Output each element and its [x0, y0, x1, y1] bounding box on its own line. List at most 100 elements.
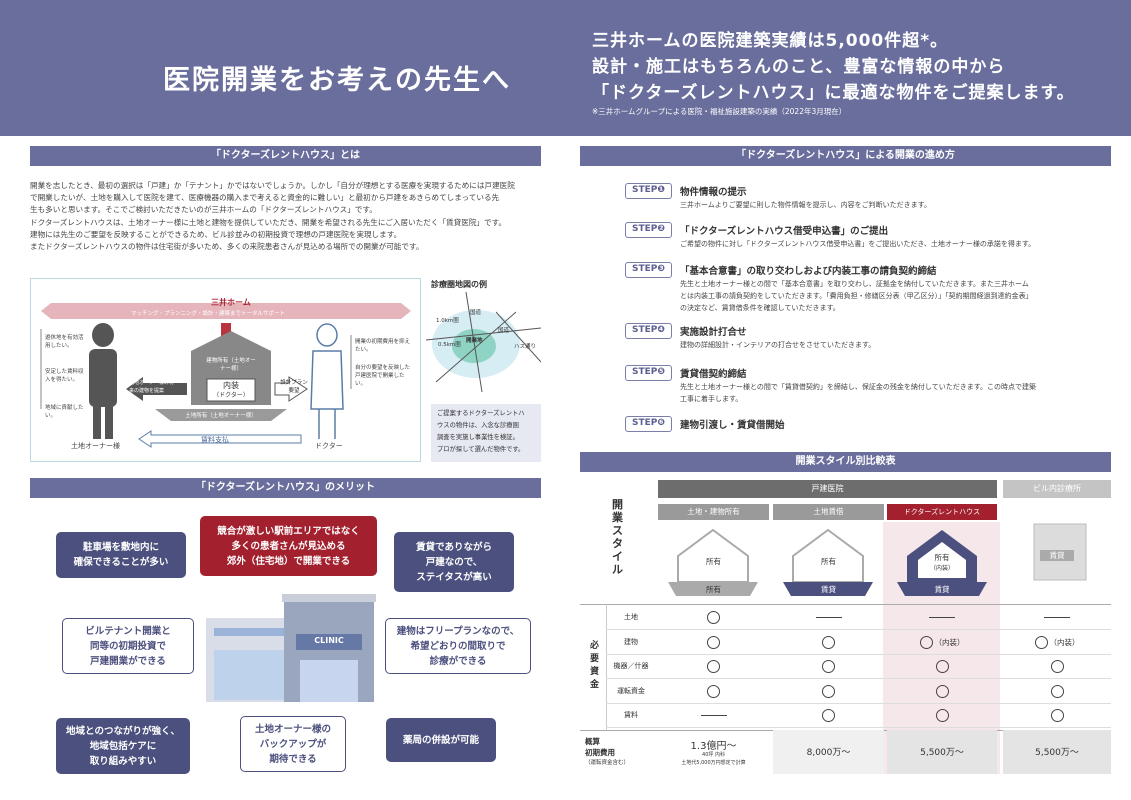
compare-heading: 開業スタイル別比較表	[580, 452, 1111, 472]
owner-box: 土地オーナー様の将来の建物を提案	[129, 380, 175, 394]
table-cell	[658, 659, 769, 674]
header-line-1: 三井ホームの医院建築実績は5,000件超*。	[592, 31, 949, 51]
step-desc: ご希望の物件に対し「ドクターズレントハウス借受申込書」をご提出いただき、土地オー…	[680, 240, 1036, 248]
merit-bubble-highlight: 競合が激しい駅前エリアではなく多くの患者さんが見込める郊外（住宅地）で開業できる	[200, 516, 377, 576]
step-title: 物件情報の提示	[680, 187, 747, 198]
col-header: 土地賃借	[773, 504, 884, 520]
about-paragraph: 生も多いと思います。そこでご検討いただきたいのが三井ホームの「ドクターズレントハ…	[30, 205, 377, 215]
cost-cell-bg	[1003, 730, 1111, 774]
payment-label: 賃料支払	[201, 436, 229, 444]
circle-mark	[1050, 660, 1064, 673]
funds-label: 必要資金	[590, 641, 600, 690]
table-cell	[1003, 684, 1111, 699]
interior-sub: （ドクター）	[213, 392, 249, 399]
style-label: 開業スタイル	[612, 498, 623, 576]
about-paragraph: またドクターズレントハウスの物件は住宅街が多いため、多くの来院患者さんが見込める…	[30, 242, 424, 252]
map-caption-line: ウスの物件は、入念な診療圏	[437, 422, 519, 429]
house-label: 所有	[706, 585, 721, 594]
catchment-map	[426, 292, 541, 392]
about-paragraph: 開業を志したとき、最初の選択は「戸建」か「テナント」かではないでしょうか。しかし…	[30, 181, 515, 190]
house-label: （内装）	[929, 565, 954, 572]
table-cell	[887, 659, 997, 674]
circle-mark	[919, 635, 933, 649]
table-cell	[1003, 610, 1111, 625]
step-tag: STEP❸	[625, 262, 672, 278]
circle-mark	[935, 684, 949, 698]
cost-note: 40坪 内科	[702, 752, 725, 758]
step-desc: 建物の詳細設計・インテリアの打合せをさせていただきます。	[680, 341, 876, 349]
row-label: 運転資金	[617, 686, 645, 695]
step-desc: 先生と土地オーナー様との間で「基本合意書」を取り交わし、証拠金を納付していただき…	[680, 280, 1029, 288]
building-owned: 建物所有（土地オーナー様）	[206, 358, 256, 372]
step-title: 「基本合意書」の取り交わしおよび内装工事の請負契約締結	[680, 266, 937, 277]
circle-mark	[822, 660, 835, 673]
cost-value: 5,500万～	[1035, 748, 1079, 758]
cell-note: （内装）	[1049, 637, 1080, 647]
circle-mark	[822, 684, 835, 698]
map-site-label: 開業地	[466, 338, 483, 344]
house-label: 賃貸	[821, 585, 836, 594]
table-cell	[887, 610, 997, 625]
map-caption-line: プロが探して選んだ物件です。	[437, 446, 525, 453]
merit-bubble: 駐車場を敷地内に確保できることが多い	[56, 532, 186, 578]
circle-mark	[1034, 635, 1048, 649]
circle-mark	[822, 635, 835, 649]
table-cell	[773, 610, 884, 625]
table-cell	[658, 708, 769, 723]
map-label: ハス通り	[514, 344, 537, 350]
dash-mark	[700, 715, 727, 716]
row-label: 機器／什器	[613, 662, 649, 670]
owner-label: 土地オーナー様	[71, 442, 120, 450]
cost-cell-bg	[887, 730, 997, 774]
house-label: 所有	[706, 557, 721, 566]
scheme-graphics	[40, 303, 411, 448]
cost-value: 8,000万～	[806, 748, 851, 758]
cost-label: 概算初期費用（運転資金含む）	[585, 737, 630, 766]
doctor-note: 開業の初期費用を抑えたい。	[355, 339, 411, 353]
row-divider	[606, 629, 1111, 630]
circle-mark	[935, 660, 949, 673]
merit-bubble: 薬局の併設が可能	[386, 718, 496, 762]
cell-note: （内装）	[934, 637, 965, 647]
map-label: 国道	[470, 310, 482, 316]
building-header: ビル内診療所	[1003, 480, 1111, 498]
table-divider	[580, 604, 1111, 605]
row-label: 賃料	[624, 711, 638, 719]
circle-mark	[822, 709, 835, 722]
clinic-illustration	[206, 594, 376, 702]
dash-mark	[1044, 617, 1070, 618]
table-cell	[773, 708, 884, 723]
table-cell	[658, 635, 769, 650]
cost-cell-bg	[773, 730, 884, 774]
land-owned: 土地所有（土地オーナー様）	[185, 413, 257, 419]
scheme-company: 三井ホーム	[211, 298, 251, 307]
table-cell	[773, 684, 884, 699]
scheme-support: マッチング・プランニング・設計・建築までトータルサポート	[131, 311, 286, 317]
step-title: 実施設計打合せ	[680, 327, 747, 338]
step-desc: 三井ホームよりご要望に則した物件情報を提示し、内容をご判断いただきます。	[680, 201, 931, 209]
row-label: 土地	[624, 613, 638, 621]
flow-heading: 「ドクターズレントハウス」による開業の進め方	[580, 146, 1111, 166]
dash-mark	[929, 617, 955, 618]
owner-note: 地域に貢献したい。	[45, 405, 84, 419]
doctor-label: ドクター	[315, 442, 343, 450]
step-tag: STEP❷	[625, 222, 672, 238]
scheme-diagram: 三井ホーム マッチング・プランニング・設計・建築までトータルサポート 遊休地を有…	[30, 278, 421, 462]
cost-note: 土地代5,000万円想定で計算	[681, 760, 746, 766]
map-caption: ご提案するドクターズレントハ ウスの物件は、入念な診療圏 調査を実施し事業性を検…	[431, 404, 541, 462]
design-box: 設計プラン要望	[280, 380, 308, 394]
circle-mark	[707, 684, 720, 698]
map-label: 0.5km圏	[438, 342, 461, 348]
about-paragraph: 建物には先生のご要望を反映することができるため、ビル診並みの初期投資で理想の戸建…	[30, 229, 402, 239]
header-banner	[0, 0, 1131, 136]
table-cell: （内装）	[887, 635, 997, 650]
col-header: 土地・建物所有	[658, 504, 769, 520]
circle-mark	[707, 611, 720, 624]
row-label: 建物	[624, 637, 638, 646]
table-cell	[773, 659, 884, 674]
circle-mark	[935, 709, 949, 722]
table-cell	[887, 708, 997, 723]
house-label: 所有	[821, 557, 836, 566]
step-desc: の決定など、賃貸借条件を確認していただきます。	[680, 304, 840, 312]
table-cell	[658, 610, 769, 625]
